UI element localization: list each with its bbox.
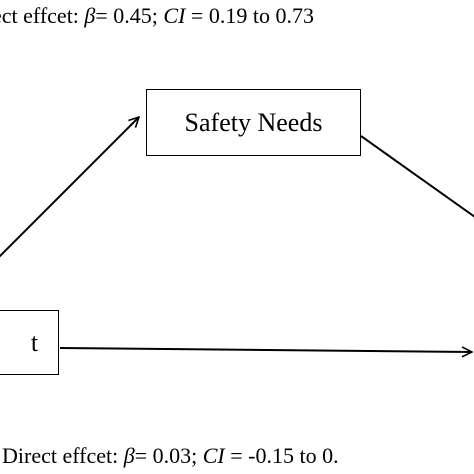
direct-effect-caption: Direct effcet: β= 0.03; CI = -0.15 to 0. bbox=[2, 443, 339, 469]
direct-ci-symbol: CI bbox=[202, 443, 225, 468]
direct-beta-value: = 0.03; bbox=[134, 443, 203, 468]
indirect-effect-label: ect effcet: bbox=[0, 3, 85, 28]
indirect-ci-value: = 0.19 to 0.73 bbox=[185, 3, 314, 28]
predictor-label-fragment: t bbox=[30, 327, 39, 357]
indirect-ci-symbol: CI bbox=[163, 3, 186, 28]
indirect-effect-caption: ect effcet: β= 0.45; CI = 0.19 to 0.73 bbox=[0, 3, 314, 29]
predictor-to-outcome-arrow bbox=[59, 348, 472, 352]
mediator-to-outcome-arrow bbox=[360, 135, 474, 218]
predictor-box: t bbox=[0, 310, 59, 375]
safety-needs-box: Safety Needs bbox=[146, 89, 361, 156]
safety-needs-label: Safety Needs bbox=[184, 107, 323, 137]
direct-ci-value: = -0.15 to 0. bbox=[224, 443, 339, 468]
direct-beta-symbol: β bbox=[123, 443, 135, 468]
predictor-to-mediator-arrow bbox=[0, 117, 139, 258]
direct-effect-label: Direct effcet: bbox=[2, 443, 124, 468]
indirect-beta-value: = 0.45; bbox=[95, 3, 164, 28]
indirect-beta-symbol: β bbox=[84, 3, 96, 28]
